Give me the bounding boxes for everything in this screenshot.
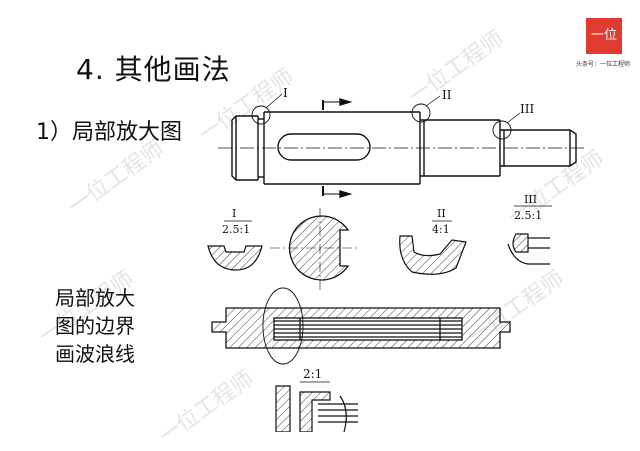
assembly-section bbox=[211, 287, 511, 365]
detail-I-scale: 2.5:1 bbox=[222, 223, 250, 236]
section-view bbox=[270, 208, 360, 290]
detail-I-number: I bbox=[232, 207, 236, 220]
note-text: 局部放大 图的边界 画波浪线 bbox=[55, 284, 135, 368]
note-line: 图的边界 bbox=[55, 314, 135, 338]
detail-III-scale: 2.5:1 bbox=[514, 209, 542, 222]
detail-II bbox=[399, 220, 467, 275]
detail-II-number: II bbox=[437, 207, 446, 220]
detail-III-number: III bbox=[524, 193, 537, 206]
brand-logo: 一位 头条号：一位工程师 bbox=[576, 18, 630, 70]
detail-I bbox=[207, 220, 263, 271]
shaft-drawing bbox=[218, 93, 585, 198]
note-line: 画波浪线 bbox=[55, 342, 135, 366]
bottom-detail-scale: 2:1 bbox=[303, 367, 322, 381]
label-III: III bbox=[520, 102, 534, 116]
bottom-detail bbox=[275, 381, 358, 432]
label-II: II bbox=[442, 88, 452, 102]
slide: 一位工程师 一位工程师 一位工程师 一位工程师 一位工程师 一位工程师 一位工程… bbox=[34, 18, 630, 450]
label-I: I bbox=[283, 86, 288, 100]
slide-title: 4. 其他画法 bbox=[76, 53, 231, 86]
note-line: 局部放大 bbox=[55, 286, 135, 310]
slide-subtitle: 1）局部放大图 bbox=[36, 120, 182, 145]
logo-caption: 头条号：一位工程师 bbox=[575, 61, 630, 68]
drawing-canvas: I II III I 2.5:1 II 4:1 bbox=[207, 86, 585, 432]
detail-II-scale: 4:1 bbox=[432, 223, 450, 236]
detail-III bbox=[507, 205, 552, 265]
logo-mark: 一位 bbox=[586, 18, 622, 54]
